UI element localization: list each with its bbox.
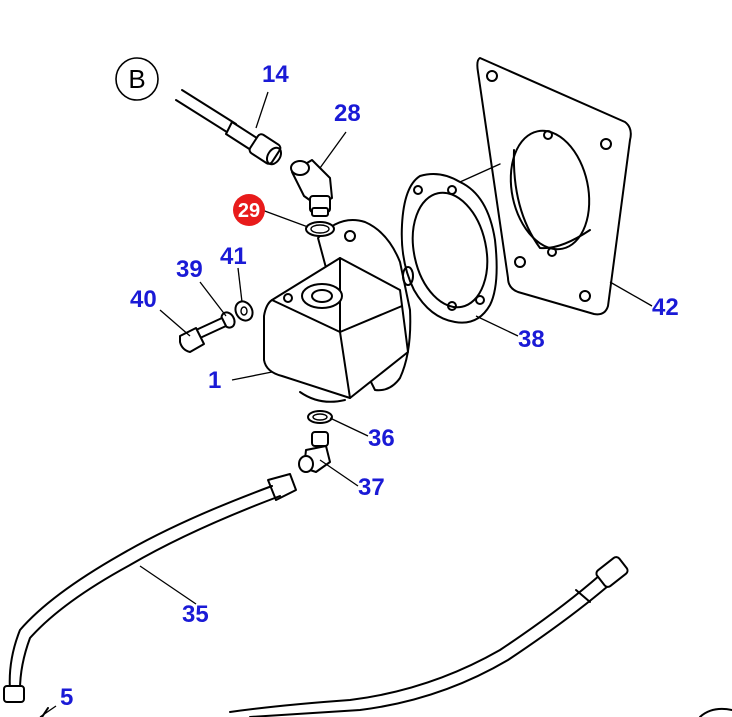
reference-marker-b: B xyxy=(115,57,159,101)
hose-14 xyxy=(175,89,283,166)
label-1: 1 xyxy=(208,367,221,394)
label-42: 42 xyxy=(652,294,679,321)
part-labels: 14 28 39 41 40 1 38 42 36 37 35 5 xyxy=(60,61,679,711)
label-29: 29 xyxy=(238,200,260,222)
label-40: 40 xyxy=(130,286,157,313)
gasket-38 xyxy=(400,163,501,324)
pump-body-1 xyxy=(263,219,414,403)
reference-letter: B xyxy=(128,64,145,94)
bolt-40 xyxy=(179,317,227,353)
highlight-badge xyxy=(233,194,265,226)
o-ring-36 xyxy=(307,410,333,424)
label-5: 5 xyxy=(60,684,73,711)
label-39: 39 xyxy=(176,256,203,283)
label-38: 38 xyxy=(518,326,545,353)
label-28: 28 xyxy=(334,100,361,127)
mounting-plate-42 xyxy=(476,57,632,316)
washer-41 xyxy=(234,300,254,322)
label-36: 36 xyxy=(368,425,395,452)
highlight-part-29: 29 xyxy=(233,194,265,226)
hose-5 xyxy=(41,556,732,717)
label-41: 41 xyxy=(220,243,247,270)
label-35: 35 xyxy=(182,601,209,628)
o-ring-29 xyxy=(305,221,335,237)
hose-35 xyxy=(3,473,297,703)
label-37: 37 xyxy=(358,474,385,501)
leader-lines xyxy=(39,91,653,717)
elbow-fitting-28 xyxy=(290,159,333,217)
elbow-fitting-37 xyxy=(298,431,331,473)
label-14: 14 xyxy=(262,61,289,88)
